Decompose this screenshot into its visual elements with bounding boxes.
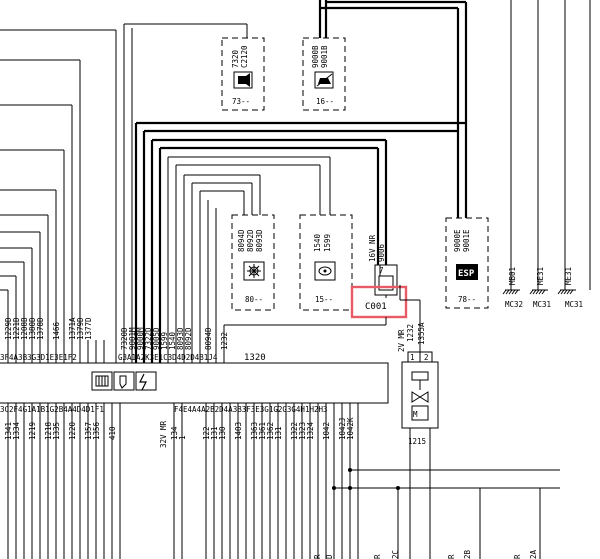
ecu-bottom-pins-right: F4E4A4A2B2D4A3B3F3E3G1G2G3G4H1H2H3 (174, 405, 328, 414)
ecu-left-wire-9: 1377D (84, 317, 93, 340)
module-b-ref: 16-- (316, 97, 334, 106)
ecu-right-wire-6: 1599 (160, 332, 169, 350)
ground-2-label: MC31 (533, 300, 551, 309)
ecu-top-pins-right: G3A1A2K3E1C3D4D2D4B1J4 (118, 353, 218, 362)
ecu-right-wire-1: 7320D (120, 327, 129, 350)
solenoid-valve-icon: M (411, 371, 429, 421)
bottom-edge-label-8: 2A (529, 549, 538, 559)
ecu-right-wire-3: 9000M (136, 327, 145, 350)
valve-inner-symbol: M (413, 410, 418, 419)
esp-wire-1: 9000E (453, 229, 462, 252)
bottom-edge-label-6: 2B (463, 549, 472, 559)
ecu-left-wire-7: 1371A (68, 317, 77, 340)
ecu-left-wire-3: 1208B (20, 317, 29, 340)
module-15-ref: 15-- (315, 295, 333, 304)
valve-pin-2: 2 (424, 353, 429, 362)
esp-icon (456, 264, 478, 280)
bottom-edge-labels: R D R 2C R 2B R 2A (313, 549, 538, 559)
ecu-left-wire-2: 1221D (12, 317, 21, 340)
ecu-right-wire-4: 7322D (144, 327, 153, 350)
ecu-right-wire-7: 1540 (168, 331, 177, 350)
valve-pin-1: 1 (410, 353, 415, 362)
relay-label: C001 (365, 302, 387, 312)
right-vertical-lines (510, 0, 591, 290)
highlight-box (350, 285, 408, 319)
car-icon (316, 73, 333, 87)
module-80-wire-1: 8094D (237, 229, 246, 252)
ecu-bottom-pins-left: 3C2F4G1A1B1G2B4A4D4D1F1 (0, 405, 104, 414)
ecu-left-wire-1: 1229D (4, 317, 13, 340)
ecu-diag-icons (91, 371, 157, 391)
cooling-fan-icon (247, 264, 261, 278)
relay-to-ecu-wire (223, 317, 387, 363)
wires-to-modules-80-15 (167, 156, 331, 363)
ecu-label: 1320 (244, 353, 266, 363)
esp-module: 9000E 9001E ESP 78-- (445, 217, 489, 309)
ecu-left-wire-6: 1466 (52, 321, 61, 340)
module-80-wire-3: 8093D (255, 229, 264, 252)
ground-1: MB01 MC32 (502, 267, 523, 309)
ecu-right-wire-10: 8094D (204, 327, 213, 350)
module-15-wire-1: 1540 (313, 233, 322, 252)
bottom-edge-label-4: 2C (391, 550, 400, 559)
valve-1215: 2V MR 1232 1355A 1 2 M 1215 (397, 285, 439, 559)
valve-wire-1: 2V MR (397, 329, 406, 352)
ecu-left-wire-4: 1380D (28, 317, 37, 340)
bold-top-wires (134, 0, 468, 363)
ecu-left-wire-5: 1378D (36, 317, 45, 340)
valve-wire-2: 1232 (406, 324, 415, 342)
module-80-ref: 80-- (245, 295, 263, 304)
connector-module-b: 9000B 9001B 16-- (302, 37, 346, 111)
ecu-left-wire-8: 1379D (76, 317, 85, 340)
bottom-edge-label-3: R (373, 554, 382, 559)
ecu-right-wire-9: 8092D (184, 327, 193, 350)
relay-c001: 16V NR 9006 7 C001 (350, 234, 408, 319)
module-a-ref: 73-- (232, 97, 250, 106)
bottom-edge-label-5: R (447, 554, 456, 559)
valve-wire-3: 1355A (417, 322, 426, 345)
ecu-box: 1229D 1221D 1208B 1380D 1378D 1466 1371A… (0, 317, 389, 414)
ground-2: ME31 MC31 (529, 267, 551, 309)
ground-3: ME31 MC31 (557, 267, 583, 309)
ecu-bottom-32v-label: 32V MR (159, 420, 168, 448)
ground-3-wire: ME31 (564, 267, 573, 285)
relay-pin: 7 (379, 266, 384, 275)
module-b-wire-1: 9000B (311, 45, 320, 68)
ecu-right-wire-2: 9001M (128, 327, 137, 350)
valve-label: 1215 (408, 437, 426, 446)
ecu-right-wire-5: 9005D (152, 327, 161, 350)
bottom-edge-label-1: R (313, 554, 322, 559)
module-15: 1540 1599 15-- (299, 214, 353, 311)
horn-icon (238, 73, 250, 87)
esp-icon-text: ESP (458, 269, 475, 279)
module-b-wire-2: 9001B (320, 45, 329, 68)
module-15-wire-2: 1599 (323, 234, 332, 252)
ecu-top-pins: 3F4A3B3G3D1E3E1F2 (0, 353, 77, 362)
ecu-bottom-wires: 1341 1334 1219 1218 1335 1220 1357 1356 … (4, 403, 560, 559)
module-80: 8094D 8092D 8093D 80-- (231, 214, 275, 311)
ecu-right-wire-11: 1232 (220, 332, 229, 350)
ground-3-label: MC31 (565, 300, 583, 309)
ground-1-wire: MB01 (508, 267, 517, 285)
engine-temperature-icon (318, 266, 332, 276)
wires-to-module-73 (123, 23, 248, 363)
ground-1-label: MC32 (505, 300, 523, 309)
bottom-edge-label-2: D (325, 554, 334, 559)
esp-ref: 78-- (458, 295, 476, 304)
bottom-edge-label-7: R (513, 554, 522, 559)
relay-wire-1: 16V NR (368, 234, 377, 262)
left-wire-bus (0, 29, 117, 363)
ground-2-wire: ME31 (536, 267, 545, 285)
module-a-wire-2: C2120 (240, 45, 249, 68)
ecu-right-wire-8: 8093D (176, 327, 185, 350)
relay-wire-2: 9006 (377, 243, 386, 262)
connector-module-a: 7320 C2120 73-- (221, 37, 265, 111)
module-a-wire-1: 7320 (231, 49, 240, 68)
module-80-wire-2: 8092D (246, 229, 255, 252)
esp-wire-2: 9001E (462, 229, 471, 252)
